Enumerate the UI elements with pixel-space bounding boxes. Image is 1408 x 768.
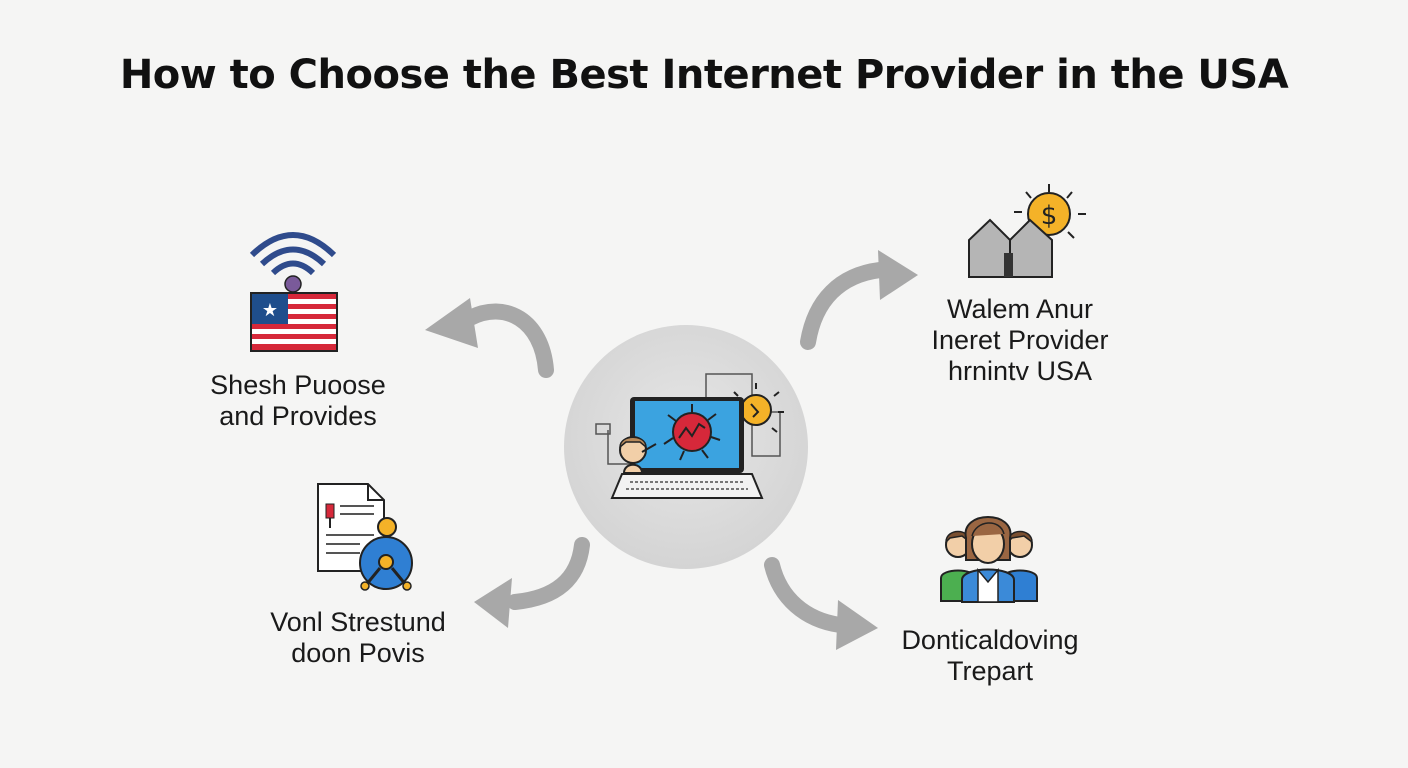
person-center-icon — [961, 516, 1015, 603]
sun-icon — [733, 383, 784, 433]
document-user-icon — [317, 483, 413, 591]
arrow-bottom-right — [764, 557, 878, 650]
house-icon — [968, 218, 1053, 278]
label-top-right-line1: Walem Anur — [946, 294, 1094, 324]
arrow-top-right — [800, 250, 918, 350]
label-bottom-left: Vonl Strestund doon Povis — [248, 607, 468, 669]
svg-text:$: $ — [1041, 201, 1058, 231]
svg-text:★: ★ — [262, 300, 278, 321]
label-bottom-left-line2: doon Povis — [291, 638, 425, 668]
label-top-left-line2: and Provides — [219, 401, 377, 431]
usa-flag-icon: ★ — [250, 292, 338, 352]
page-title: How to Choose the Best Internet Provider… — [119, 52, 1289, 98]
dollar-sun-icon: $ — [1014, 184, 1086, 239]
label-bottom-right-line1: Donticaldoving — [901, 625, 1079, 655]
label-bottom-right-line2: Trepart — [946, 656, 1034, 686]
label-top-right-line2: Ineret Provider — [931, 325, 1109, 355]
wifi-icon — [249, 232, 337, 294]
label-top-left-line1: Shesh Puoose — [210, 370, 386, 400]
house-dollar-icon: $ — [968, 184, 1086, 278]
label-bottom-left-line1: Vonl Strestund — [270, 607, 446, 637]
person-icon — [619, 436, 657, 474]
wifi-flag-icon: ★ — [249, 232, 338, 352]
label-bottom-right: Donticaldoving Trepart — [880, 625, 1100, 687]
arrow-bottom-left — [474, 537, 590, 628]
laptop-icon — [595, 373, 784, 499]
arrow-top-left — [425, 298, 554, 378]
label-top-right-line3: hrnintv USA — [947, 356, 1093, 386]
user-badge-icon — [359, 517, 413, 591]
label-top-right: Walem Anur Ineret Provider hrnintv USA — [905, 294, 1135, 387]
label-top-left: Shesh Puoose and Provides — [193, 370, 403, 432]
people-group-icon — [940, 516, 1038, 603]
alert-chart-icon — [663, 404, 721, 461]
